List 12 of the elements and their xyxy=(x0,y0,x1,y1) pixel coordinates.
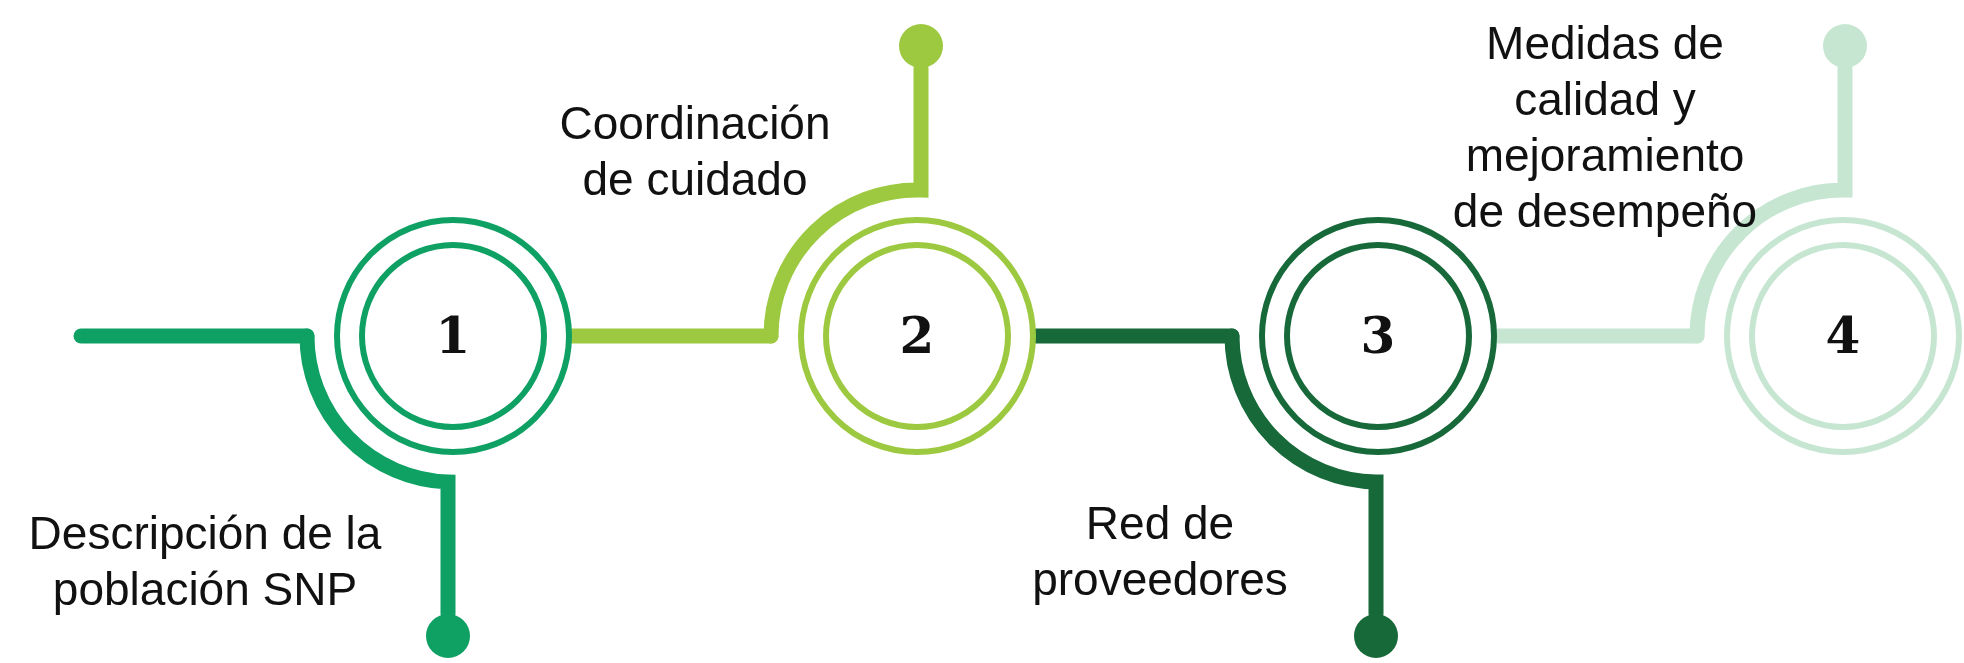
end-dot xyxy=(899,24,943,68)
step-label: Coordinación de cuidado xyxy=(558,96,832,208)
step-number: 4 xyxy=(1825,311,1861,361)
end-dot xyxy=(1354,614,1398,658)
step-label: Medidas de calidad y mejoramiento de desempeño xyxy=(1451,16,1759,240)
step-label: Descripción de la población SNP xyxy=(27,506,383,618)
step-number: 1 xyxy=(435,311,471,361)
step-label: Red de proveedores xyxy=(1031,496,1289,608)
step-number: 3 xyxy=(1360,311,1396,361)
end-dot xyxy=(1823,24,1867,68)
end-dot xyxy=(426,614,470,658)
step-number: 2 xyxy=(899,311,935,361)
